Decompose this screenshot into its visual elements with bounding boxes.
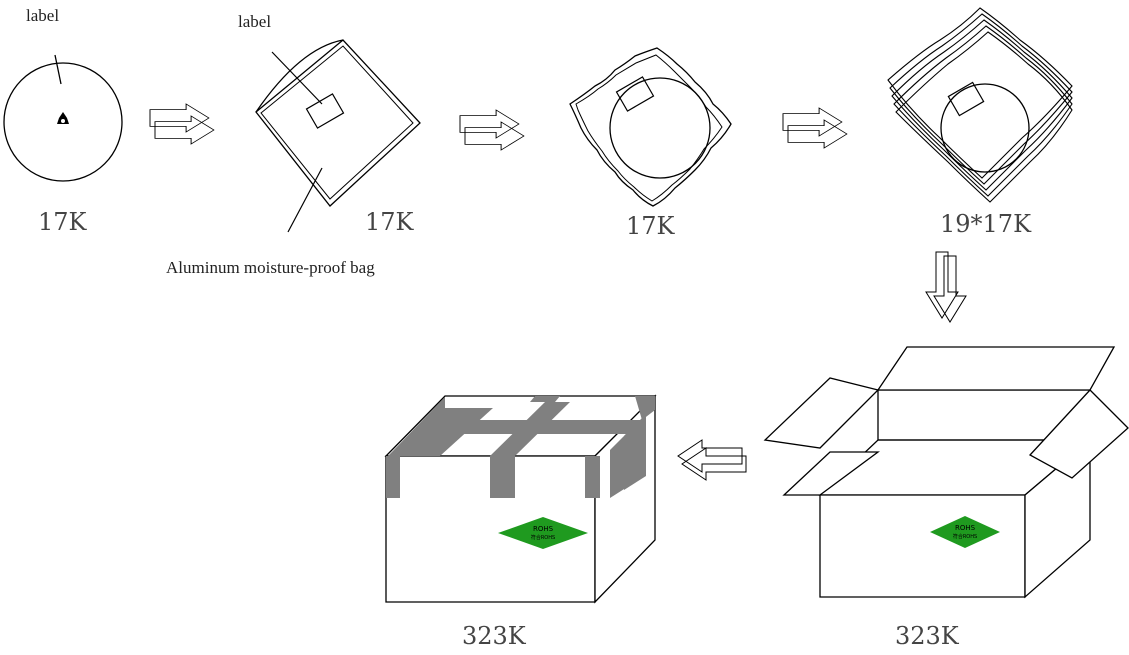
open-box: ROHS 符合ROHS (763, 346, 1129, 599)
arrow-right-icon (459, 109, 525, 151)
arrow-right-icon (149, 103, 215, 145)
quantity-bagged: 17K (365, 208, 414, 236)
aluminum-bag (255, 39, 421, 233)
rohs-badge-open (930, 516, 1000, 548)
rohs-text-sealed: ROHS (533, 525, 554, 533)
label-leader-line (54, 54, 62, 85)
reel-hub-icon (57, 112, 69, 124)
sealed-box: ROHS 符合ROHS (384, 394, 657, 604)
bag-stack (887, 7, 1073, 203)
reel (3, 54, 123, 182)
arrow-right-icon (782, 107, 848, 149)
label-bag: label (238, 12, 272, 31)
quantity-reel: 17K (38, 208, 87, 236)
arrow-down-icon (925, 251, 967, 323)
quantity-stack: 19*17K (940, 210, 1032, 238)
bag-leader-line (287, 167, 323, 233)
rohs-subtext-sealed: 符合ROHS (531, 534, 555, 541)
quantity-sealed-box: 323K (462, 622, 526, 650)
quantity-sealed: 17K (626, 212, 675, 240)
bag-caption: Aluminum moisture-proof bag (166, 258, 375, 277)
rohs-subtext-open: 符合ROHS (953, 533, 977, 540)
quantity-open-box: 323K (895, 622, 959, 650)
packing-tape (386, 396, 655, 498)
rohs-text-open: ROHS (955, 524, 976, 532)
label-reel: label (26, 6, 60, 25)
rohs-badge-sealed (498, 517, 588, 549)
label-leader-line (271, 51, 323, 105)
sealed-bag (569, 47, 732, 207)
arrow-left-icon (677, 439, 747, 481)
